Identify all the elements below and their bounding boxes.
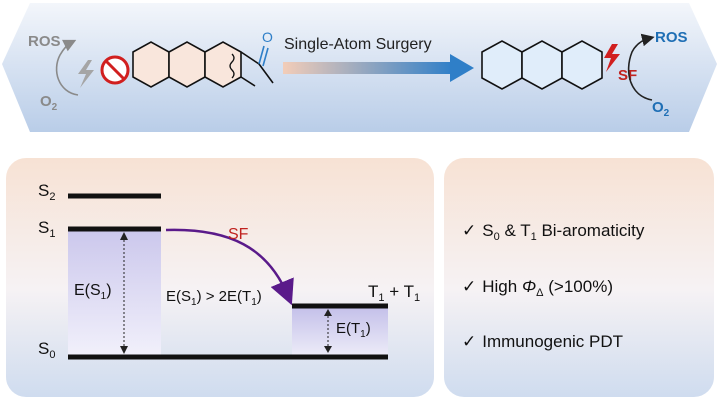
feature-immunogenic-pdt: ✓Immunogenic PDT	[462, 332, 623, 351]
cleavage-wavy-line	[229, 53, 235, 79]
es1-arrow-bottom	[120, 346, 128, 354]
banner: ROS O2 O Single-Atom Surgery	[2, 3, 717, 132]
right-lightning-icon	[604, 44, 620, 72]
check-icon: ✓	[462, 277, 476, 296]
carbonyl-oxygen-label: O	[262, 29, 273, 45]
check-icon: ✓	[462, 221, 476, 240]
single-atom-surgery-label: Single-Atom Surgery	[284, 36, 432, 53]
features-panel: ✓S0 & T1 Bi-aromaticity ✓High ΦΔ (>100%)…	[444, 158, 714, 397]
features-panel-background	[444, 158, 714, 397]
t1t1-label: T1 + T1	[368, 282, 420, 304]
surgery-arrow-head	[450, 54, 474, 82]
energy-diagram-panel: S2 S1 E(S1) SF E(S1) > 2E(T1) T1 + T1	[6, 158, 434, 397]
left-lightning-icon	[78, 60, 94, 88]
et1-label: E(T1)	[336, 320, 371, 340]
right-o2-label: O2	[652, 99, 670, 119]
left-cycle-arrow	[55, 39, 79, 96]
carbonyl-bond	[240, 51, 260, 65]
left-molecule: O	[132, 29, 274, 88]
energy-condition: E(S1) > 2E(T1)	[166, 288, 262, 308]
right-sf-label: SF	[618, 67, 637, 84]
sf-arrow	[165, 228, 294, 306]
es1-energy-column	[68, 229, 161, 355]
left-ros-label: ROS	[28, 33, 61, 50]
feature-high-quantum-yield: ✓High ΦΔ (>100%)	[462, 277, 613, 299]
right-cycle-arrow	[627, 33, 655, 101]
et1-energy-column	[292, 306, 388, 355]
s1-label: S1	[38, 218, 55, 240]
left-o2-label: O2	[40, 93, 58, 113]
ring-a	[481, 40, 523, 90]
ring-1	[132, 41, 170, 88]
es1-arrow-top	[120, 232, 128, 240]
et1-arrow-bottom	[324, 346, 332, 353]
s0-label: S0	[38, 339, 55, 361]
right-ros-label: ROS	[655, 29, 688, 46]
ring-c	[561, 40, 603, 90]
feature-bi-aromaticity: ✓S0 & T1 Bi-aromaticity	[462, 221, 645, 243]
ring-bond	[240, 76, 256, 87]
carbonyl-double-bond	[258, 45, 265, 65]
et1-arrow-top	[324, 309, 332, 316]
es1-label: E(S1)	[74, 282, 112, 302]
sf-label: SF	[228, 226, 249, 243]
surgery-arrow-shaft	[283, 62, 453, 74]
check-icon: ✓	[462, 332, 476, 351]
s2-label: S2	[38, 181, 55, 203]
carbonyl-double-bond-2	[262, 47, 269, 67]
ring-3	[204, 41, 242, 88]
methyl-bond	[258, 63, 274, 84]
ring-2	[168, 41, 206, 88]
prohibited-icon	[100, 55, 130, 85]
right-molecule	[481, 40, 603, 90]
ring-b	[521, 40, 563, 90]
